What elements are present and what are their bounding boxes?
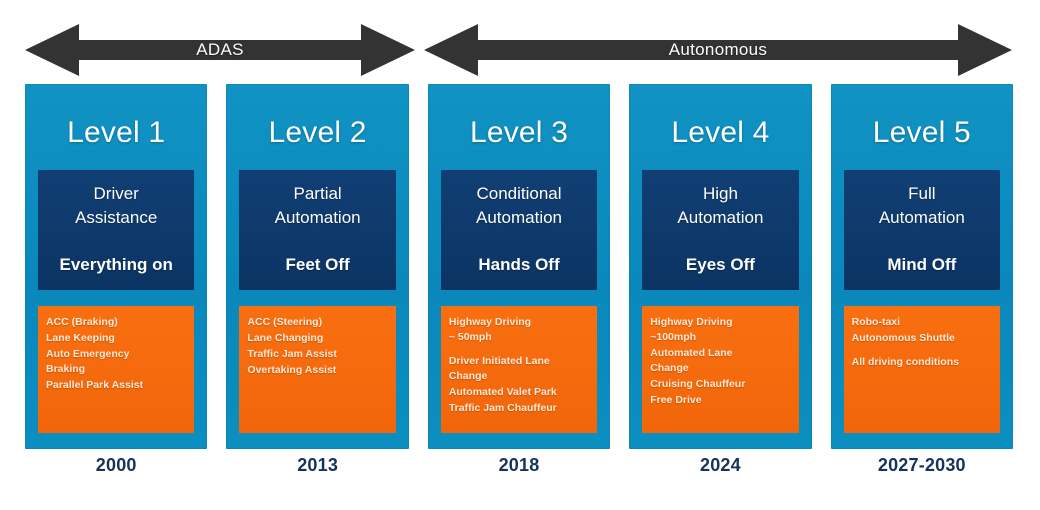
level-name: Full Automation <box>878 184 965 228</box>
list-item: ACC (Steering) <box>247 316 323 328</box>
level-card-3[interactable]: Level 3 Conditional Automation Hands Off… <box>427 84 611 449</box>
level-card-2[interactable]: Level 2 Partial Automation Feet Off ACC … <box>226 84 409 449</box>
level-driver-state: Mind Off <box>887 255 957 274</box>
level-name: Partial Automation <box>274 184 361 228</box>
timeline-years: 2000 2013 2018 2024 2027-2030 <box>25 455 1013 476</box>
level-driver-state: Eyes Off <box>685 255 755 274</box>
year-label: 2000 <box>95 455 137 475</box>
level-driver-state: Hands Off <box>478 255 560 274</box>
level-card-4[interactable]: Level 4 High Automation Eyes Off Highway… <box>629 84 812 449</box>
list-item: Lane Keeping <box>46 331 115 344</box>
double-arrow-icon <box>424 24 1012 76</box>
list-item: Automated Lane Change <box>650 346 733 374</box>
list-item: Free Drive <box>650 393 702 406</box>
level-name: Driver Assistance <box>75 184 158 228</box>
level-feature-list: ACC (Steering) Lane Changing Traffic Jam… <box>239 306 396 433</box>
level-feature-list: Robo-taxi Autonomous Shuttle All driving… <box>843 306 1001 433</box>
level-title: Level 4 <box>671 116 770 149</box>
level-title: Level 5 <box>872 116 971 149</box>
list-item: ACC (Braking) <box>46 316 118 328</box>
level-summary-box: High Automation Eyes Off <box>642 170 799 290</box>
level-columns: Level 1 Driver Assistance Everything on … <box>25 84 1014 449</box>
level-feature-list: Highway Driving ~100mph Automated Lane C… <box>642 306 799 433</box>
level-card-5[interactable]: Level 5 Full Automation Mind Off Robo-ta… <box>830 84 1014 449</box>
year-label: 2024 <box>700 455 741 475</box>
category-band-autonomous: Autonomous <box>424 22 1012 78</box>
level-summary-box: Driver Assistance Everything on <box>38 170 195 290</box>
list-item: All driving conditions <box>851 355 959 368</box>
level-summary-box: Partial Automation Feet Off <box>239 170 396 290</box>
year-label: 2027-2030 <box>877 455 966 475</box>
list-item: Auto Emergency Braking <box>46 347 130 375</box>
list-item: Autonomous Shuttle <box>851 331 955 344</box>
double-arrow-icon <box>25 24 415 76</box>
list-item: Highway Driving ~100mph <box>650 316 733 343</box>
list-item: Automated Valet Park <box>448 385 557 398</box>
level-driver-state: Everything on <box>59 255 173 274</box>
list-item: Traffic Jam Assist <box>247 347 337 360</box>
list-item: Parallel Park Assist <box>46 378 144 391</box>
level-feature-list: Highway Driving ~ 50mph Driver Initiated… <box>440 306 598 433</box>
list-item: Driver Initiated Lane Change <box>448 354 550 382</box>
list-item: Lane Changing <box>247 331 324 344</box>
level-card-1[interactable]: Level 1 Driver Assistance Everything on … <box>25 84 208 449</box>
list-item: Overtaking Assist <box>247 363 337 376</box>
list-item: Robo-taxi <box>851 316 901 328</box>
level-name: High Automation <box>677 184 764 228</box>
level-driver-state: Feet Off <box>285 255 350 274</box>
level-summary-box: Full Automation Mind Off <box>843 170 1001 290</box>
year-label: 2018 <box>498 455 540 475</box>
list-item: Highway Driving ~ 50mph <box>448 316 532 343</box>
level-title: Level 3 <box>469 116 569 149</box>
level-title: Level 2 <box>268 116 367 149</box>
list-item: Traffic Jam Chauffeur <box>448 401 557 414</box>
level-summary-box: Conditional Automation Hands Off <box>440 170 598 290</box>
level-title: Level 1 <box>67 116 166 149</box>
category-band-adas: ADAS <box>25 22 415 78</box>
level-name: Conditional Automation <box>476 184 563 228</box>
year-label: 2013 <box>297 455 339 475</box>
level-feature-list: ACC (Braking) Lane Keeping Auto Emergenc… <box>38 306 195 433</box>
list-item: Cruising Chauffeur <box>650 377 746 390</box>
